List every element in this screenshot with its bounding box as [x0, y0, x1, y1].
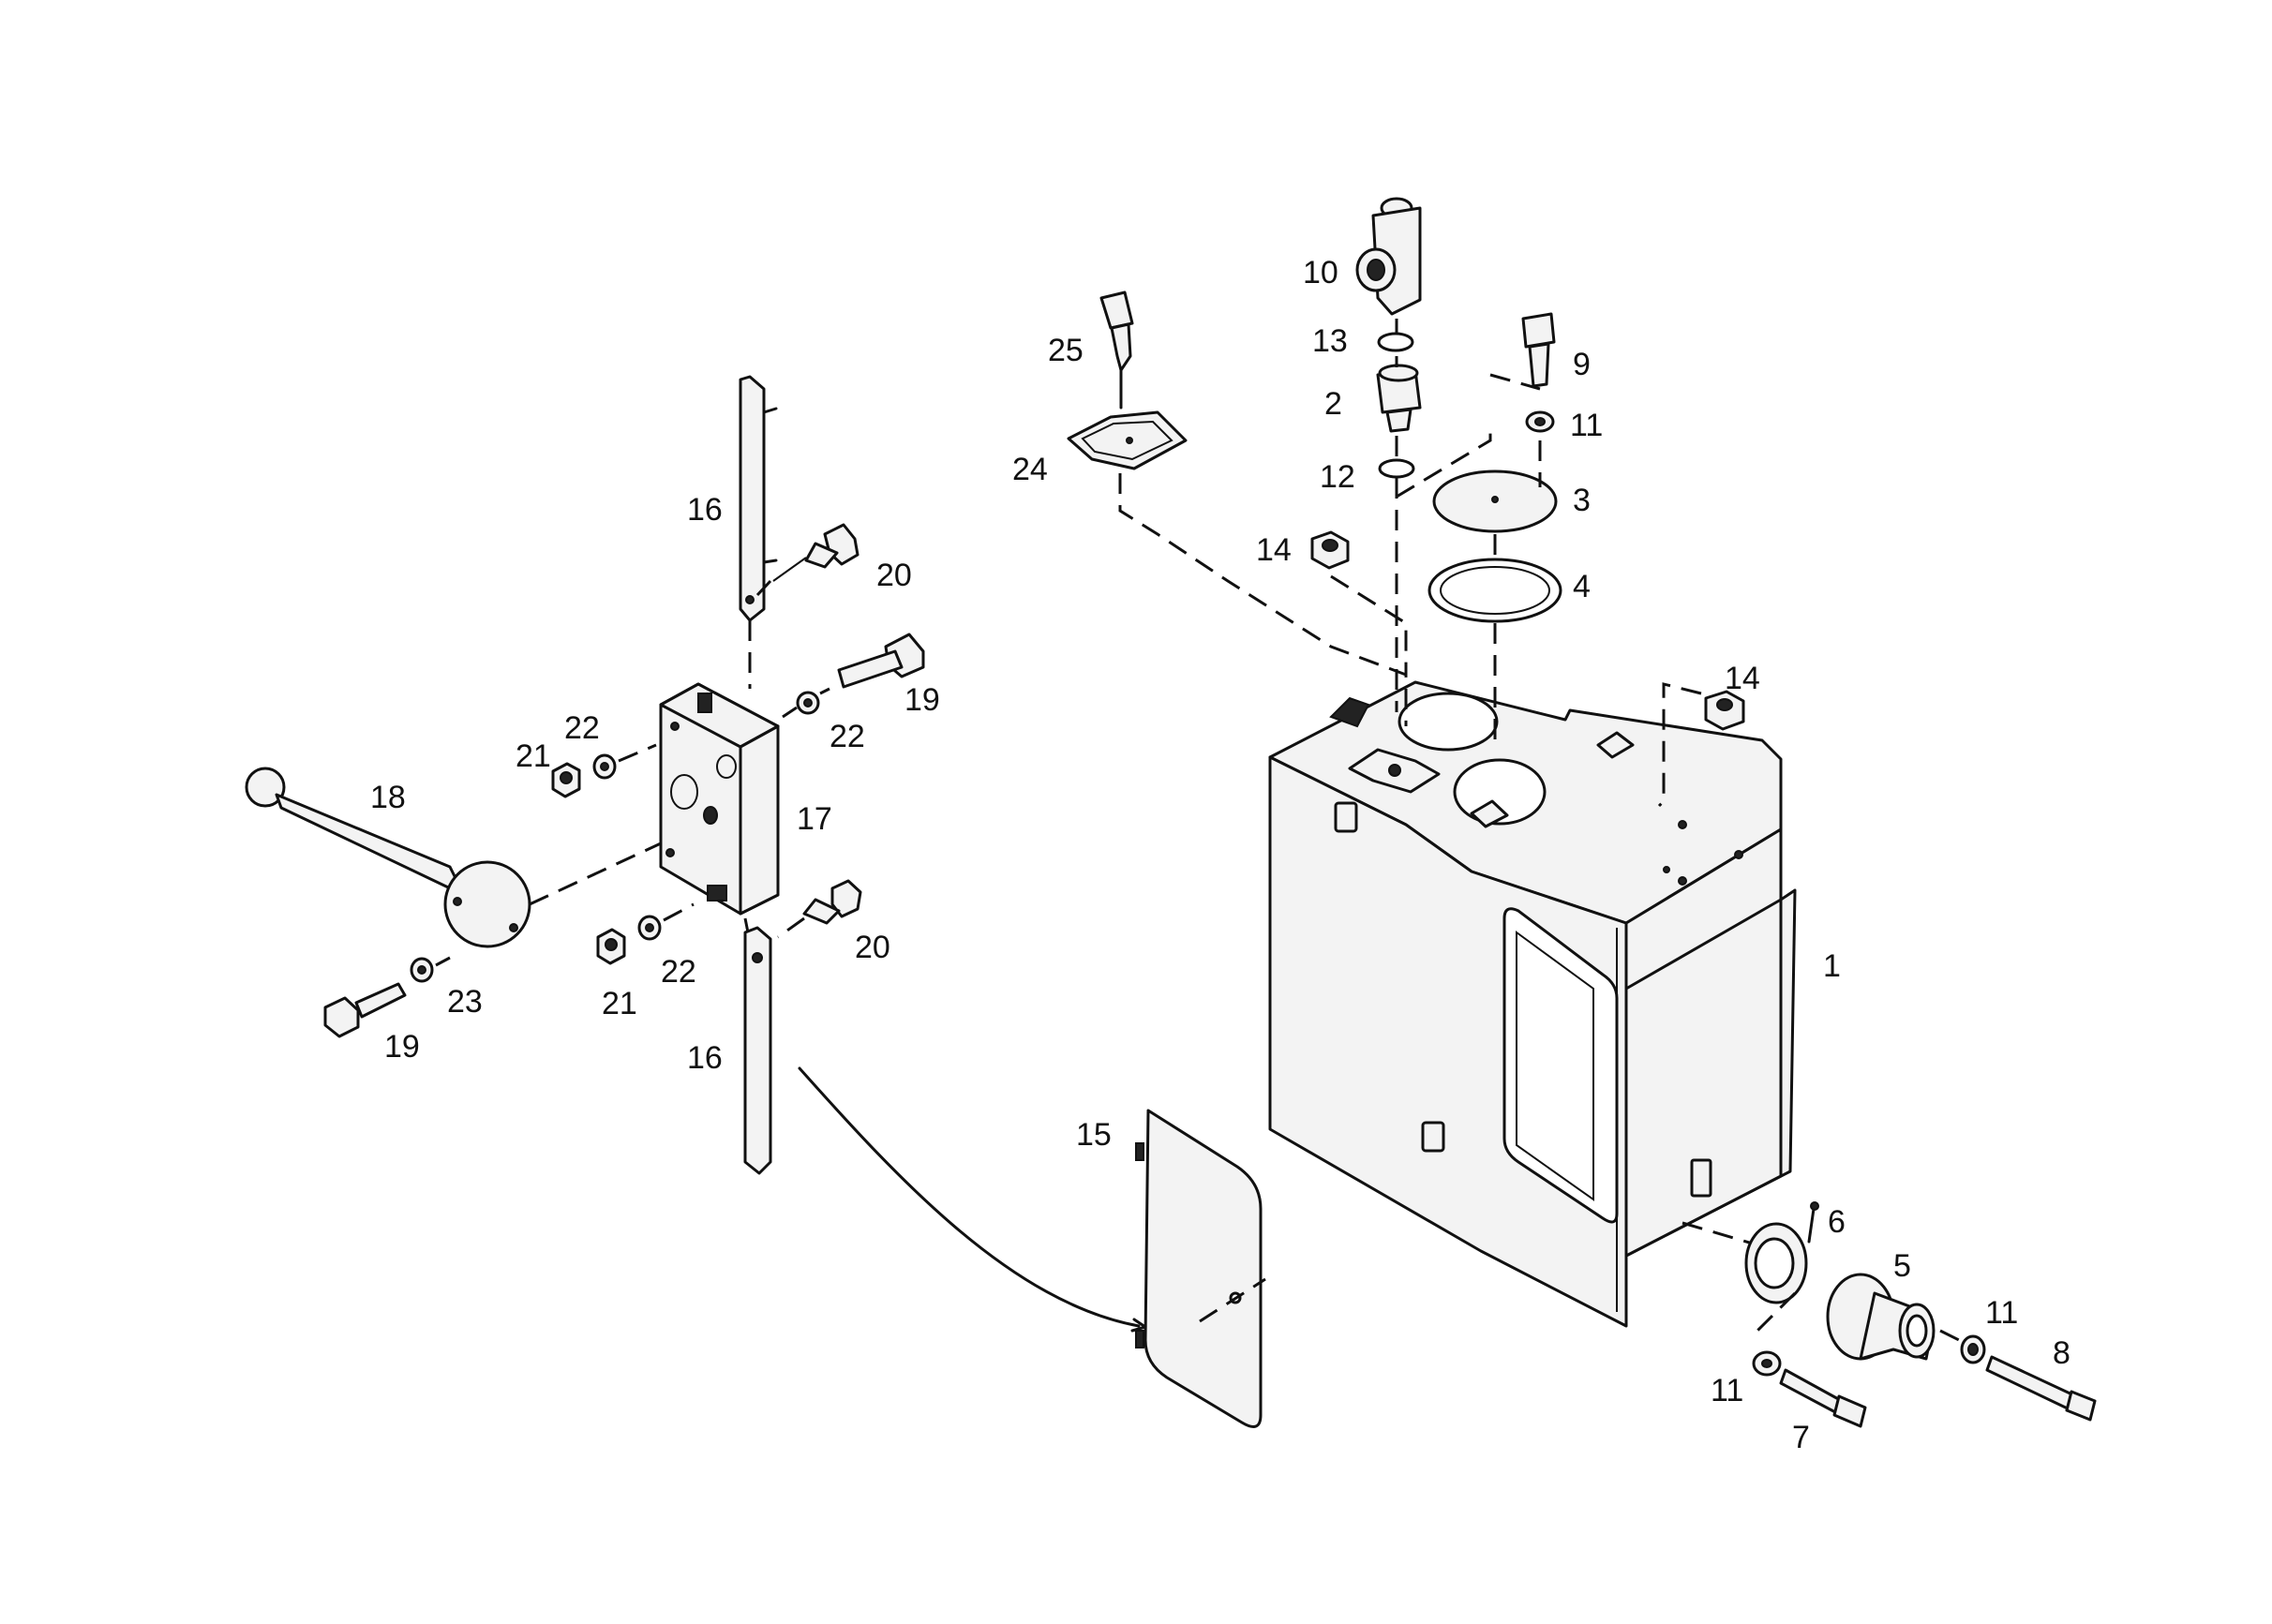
- screw-19-lower: [323, 982, 407, 1038]
- label-21-upper: 21: [516, 738, 551, 774]
- label-19-upper: 19: [904, 682, 940, 718]
- screw-20-upper: [772, 523, 859, 582]
- label-8: 8: [2053, 1335, 2070, 1371]
- cover-axis-line: [1396, 373, 1542, 740]
- label-7: 7: [1792, 1420, 1810, 1455]
- label-21-lower: 21: [602, 986, 637, 1021]
- label-16-lower: 16: [687, 1040, 723, 1076]
- lever-handle-18: [245, 767, 531, 948]
- bolt-9: [1521, 312, 1556, 388]
- label-5: 5: [1893, 1248, 1911, 1284]
- door-swing-arrow: [798, 1066, 1141, 1328]
- cabinet-housing: [1268, 680, 1797, 1328]
- o-ring-12: [1378, 458, 1415, 479]
- label-15: 15: [1076, 1117, 1112, 1153]
- label-11-right: 11: [1985, 1295, 2018, 1331]
- door-fastener-line: [1199, 1277, 1266, 1323]
- label-22-lower: 22: [661, 954, 696, 990]
- label-17: 17: [797, 801, 832, 837]
- adapter-fitting: [1376, 364, 1422, 433]
- label-9: 9: [1573, 347, 1591, 382]
- dipstick-axis-line: [1118, 473, 1408, 726]
- label-18: 18: [370, 780, 406, 815]
- bracket-16-upper: [739, 375, 778, 622]
- label-19-lower: 19: [384, 1029, 420, 1065]
- nut-21-lower: [596, 928, 626, 965]
- door-panel: [1135, 1109, 1263, 1428]
- label-22-right: 22: [830, 719, 865, 754]
- label-4: 4: [1573, 569, 1591, 604]
- dipstick: [1099, 291, 1134, 410]
- nut-21-upper: [551, 762, 581, 798]
- label-14-right: 14: [1725, 661, 1760, 696]
- label-1: 1: [1823, 948, 1841, 984]
- label-10: 10: [1303, 255, 1338, 291]
- label-13: 13: [1312, 323, 1348, 359]
- sight-glass-flange-6: [1744, 1201, 1819, 1304]
- label-12: 12: [1320, 459, 1355, 495]
- label-24: 24: [1012, 452, 1048, 487]
- label-20-lower: 20: [855, 930, 890, 965]
- label-2: 2: [1324, 386, 1342, 422]
- arrow-head: [1130, 1318, 1147, 1333]
- o-ring-13: [1377, 332, 1414, 352]
- nut-14-right-line: [1657, 682, 1702, 808]
- label-6: 6: [1828, 1204, 1846, 1240]
- sight-glass-body-5: [1826, 1273, 1936, 1361]
- label-3: 3: [1573, 483, 1591, 518]
- flange-axis-line: [1682, 1221, 1763, 1248]
- label-23: 23: [447, 984, 483, 1020]
- label-20-upper: 20: [876, 558, 912, 593]
- valve-block-17: [659, 682, 780, 916]
- nut-14-right: [1704, 690, 1745, 731]
- label-16-upper: 16: [687, 492, 723, 528]
- label-25: 25: [1048, 333, 1084, 368]
- label-14-top: 14: [1256, 532, 1292, 568]
- label-11-lower: 11: [1711, 1373, 1743, 1408]
- screw-19-upper: [837, 633, 925, 689]
- label-22-upper: 22: [564, 710, 600, 746]
- screw-7: [1779, 1368, 1867, 1428]
- part-labels: 1 2 3 4 5 6 7 8 9 10 11 11 11 12 13 14 1…: [370, 255, 2070, 1455]
- screw-20-lower: [802, 879, 862, 925]
- label-11-top: 11: [1570, 408, 1603, 443]
- gasket-plate: [1067, 410, 1188, 470]
- gasket-ring-4: [1427, 558, 1562, 623]
- nut-14-top: [1310, 530, 1350, 570]
- screw-8: [1985, 1355, 2097, 1422]
- breather-cap: [1355, 197, 1422, 316]
- bracket-16-lower: [743, 926, 772, 1175]
